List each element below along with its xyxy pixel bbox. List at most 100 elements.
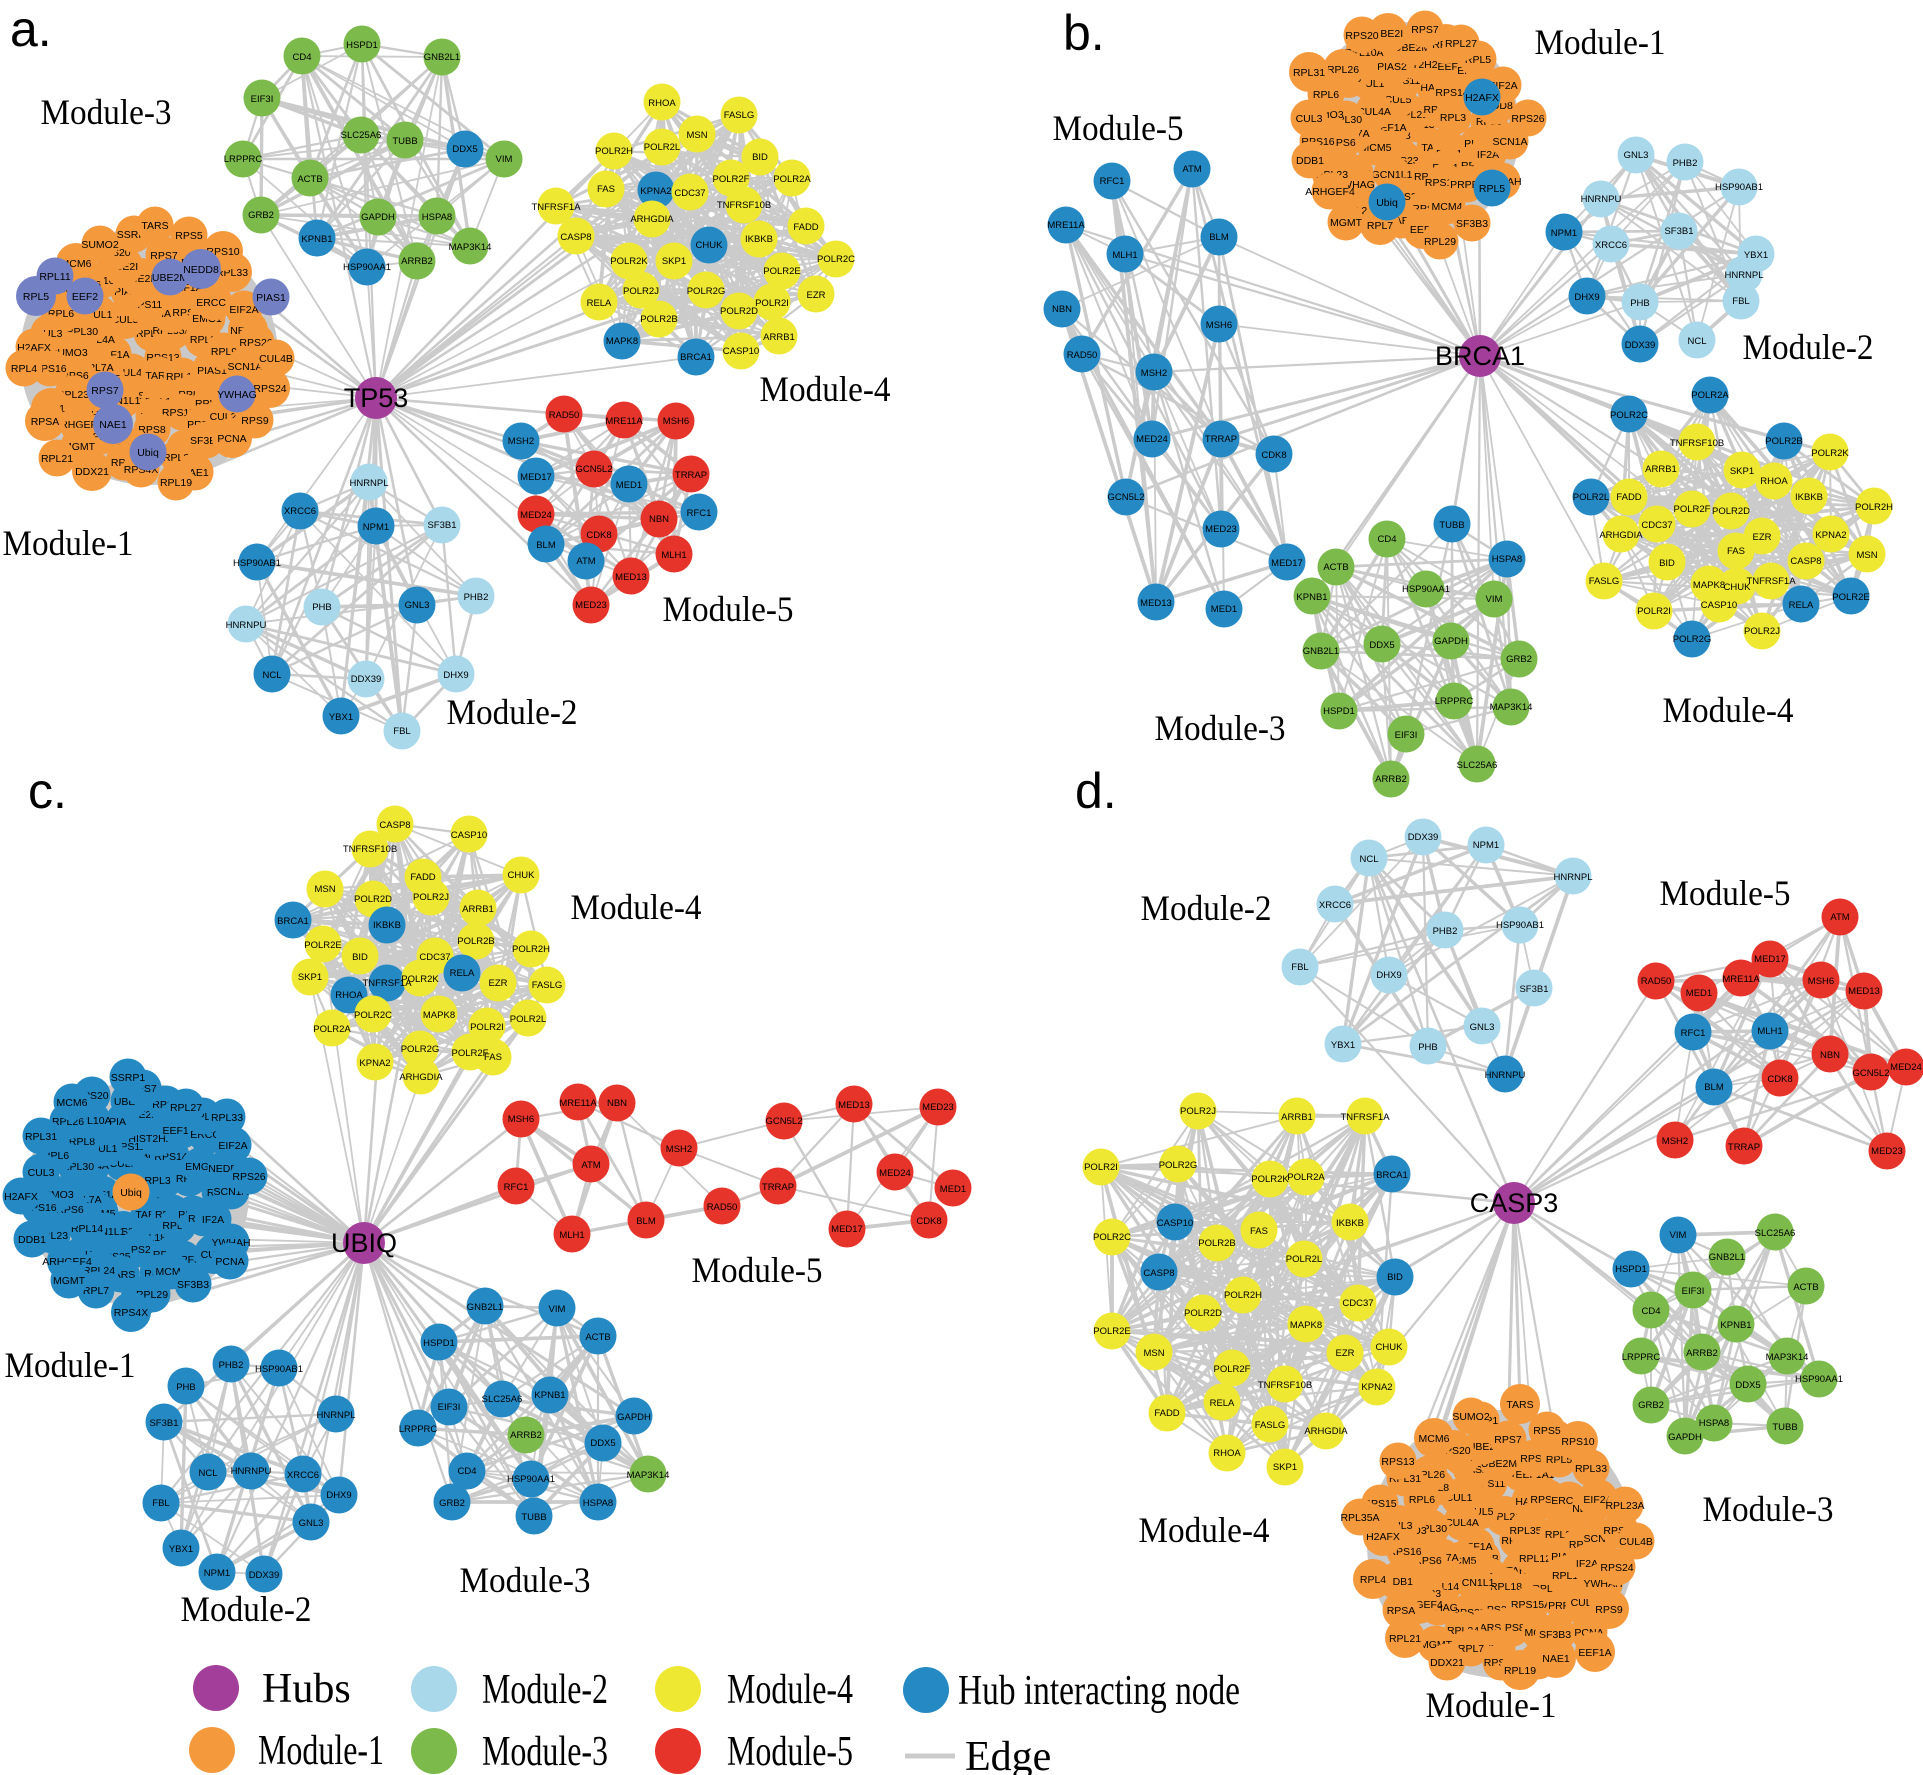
svg-text:TRRAP: TRRAP — [762, 1182, 794, 1193]
svg-text:CD4: CD4 — [1641, 1306, 1660, 1317]
svg-text:GNB2L1: GNB2L1 — [1303, 646, 1339, 657]
svg-text:SKP1: SKP1 — [1273, 1462, 1297, 1473]
svg-text:Edge: Edge — [965, 1734, 1051, 1775]
svg-text:EIF3I: EIF3I — [251, 94, 274, 105]
svg-text:GNL3: GNL3 — [405, 600, 430, 611]
svg-text:POLR2F: POLR2F — [713, 174, 750, 185]
svg-text:MED13: MED13 — [838, 1100, 870, 1111]
svg-text:KPNB1: KPNB1 — [1296, 592, 1327, 603]
svg-text:RPS7: RPS7 — [1411, 24, 1439, 36]
svg-text:NPM1: NPM1 — [204, 1568, 230, 1579]
svg-text:HSPA8: HSPA8 — [422, 212, 452, 223]
svg-text:HNRNPU: HNRNPU — [1485, 1070, 1526, 1081]
svg-text:HSPD1: HSPD1 — [423, 1338, 455, 1349]
svg-text:FBL: FBL — [1732, 296, 1749, 307]
svg-text:SLC25A6: SLC25A6 — [1755, 1228, 1796, 1239]
svg-text:SF3B3: SF3B3 — [1456, 218, 1488, 230]
svg-text:TP53: TP53 — [344, 383, 409, 413]
svg-text:PIAS2: PIAS2 — [1377, 61, 1407, 73]
svg-text:Module-4: Module-4 — [571, 887, 702, 927]
svg-text:RPL6: RPL6 — [1409, 1494, 1435, 1506]
svg-text:NBN: NBN — [1052, 304, 1072, 315]
svg-text:SCN1A: SCN1A — [227, 361, 262, 373]
svg-text:POLR2L: POLR2L — [1286, 1254, 1322, 1265]
svg-text:HSP90AA1: HSP90AA1 — [1402, 584, 1450, 595]
svg-text:POLR2D: POLR2D — [1184, 1308, 1222, 1319]
svg-text:CD4: CD4 — [457, 1466, 476, 1477]
svg-text:MED1: MED1 — [940, 1184, 966, 1195]
svg-text:CDC37: CDC37 — [1641, 520, 1672, 531]
svg-text:MGMT: MGMT — [53, 1275, 86, 1287]
svg-text:TARS: TARS — [1506, 1399, 1533, 1411]
svg-text:SKP1: SKP1 — [662, 256, 686, 267]
svg-text:RPS8: RPS8 — [138, 424, 166, 436]
svg-text:MLH1: MLH1 — [559, 1230, 584, 1241]
svg-text:PHB: PHB — [1418, 1042, 1438, 1053]
svg-text:DDB1: DDB1 — [18, 1234, 46, 1246]
svg-text:Module-5: Module-5 — [1660, 873, 1791, 913]
svg-text:RAD50: RAD50 — [1641, 976, 1672, 987]
svg-text:XRCC6: XRCC6 — [284, 506, 316, 517]
svg-text:DHX9: DHX9 — [443, 670, 468, 681]
svg-text:GNB2L1: GNB2L1 — [467, 1302, 503, 1313]
svg-text:POLR2E: POLR2E — [1832, 592, 1870, 603]
svg-text:RFC1: RFC1 — [1681, 1028, 1706, 1039]
svg-text:MSH6: MSH6 — [1808, 976, 1834, 987]
svg-text:HNRNPU: HNRNPU — [231, 1466, 272, 1477]
svg-text:PHB2: PHB2 — [1433, 926, 1458, 937]
svg-text:KPNB1: KPNB1 — [301, 234, 332, 245]
svg-text:POLR2B: POLR2B — [1765, 436, 1803, 447]
svg-text:CASP8: CASP8 — [1790, 556, 1821, 567]
svg-text:SKP1: SKP1 — [1730, 466, 1754, 477]
svg-text:EIF3I: EIF3I — [438, 1402, 461, 1413]
svg-text:RPL35A: RPL35A — [1340, 1512, 1379, 1524]
svg-text:GNL3: GNL3 — [1470, 1022, 1495, 1033]
svg-text:FBL: FBL — [393, 726, 410, 737]
svg-text:GRB2: GRB2 — [1638, 1400, 1664, 1411]
svg-text:MED23: MED23 — [1871, 1146, 1903, 1157]
svg-text:CDC37: CDC37 — [419, 952, 450, 963]
svg-text:BID: BID — [1387, 1272, 1403, 1283]
svg-text:EEF1A: EEF1A — [1578, 1647, 1611, 1659]
svg-text:DDX39: DDX39 — [351, 674, 382, 685]
svg-text:MSH2: MSH2 — [1141, 368, 1167, 379]
svg-text:DHX9: DHX9 — [326, 1490, 351, 1501]
svg-text:RPL18: RPL18 — [1490, 1581, 1522, 1593]
svg-text:ARRB1: ARRB1 — [1281, 1112, 1313, 1123]
svg-text:Module-5: Module-5 — [1053, 108, 1184, 148]
svg-text:PHB2: PHB2 — [219, 1360, 244, 1371]
svg-text:MED17: MED17 — [1754, 954, 1786, 965]
svg-text:ATM: ATM — [576, 556, 595, 567]
svg-text:RPS10: RPS10 — [1561, 1436, 1594, 1448]
svg-text:DDX39: DDX39 — [1408, 832, 1439, 843]
svg-text:RELA: RELA — [1210, 1398, 1235, 1409]
svg-text:GRB2: GRB2 — [439, 1498, 465, 1509]
svg-text:RAD50: RAD50 — [549, 410, 580, 421]
svg-text:POLR2I: POLR2I — [1084, 1162, 1118, 1173]
svg-text:RPL35A: RPL35A — [1509, 1525, 1548, 1537]
svg-text:CASP10: CASP10 — [723, 346, 759, 357]
svg-text:MGMT: MGMT — [1330, 217, 1363, 229]
svg-text:POLR2E: POLR2E — [763, 266, 801, 277]
svg-text:POLR2G: POLR2G — [401, 1044, 440, 1055]
svg-text:MED24: MED24 — [1136, 434, 1168, 445]
svg-text:RPL31: RPL31 — [25, 1131, 57, 1143]
svg-text:Ubiq: Ubiq — [120, 1187, 142, 1199]
svg-text:CHUK: CHUK — [1376, 1342, 1404, 1353]
svg-text:SSRP1: SSRP1 — [111, 1072, 146, 1084]
svg-text:MSN: MSN — [1856, 550, 1877, 561]
svg-text:YBX1: YBX1 — [1744, 250, 1768, 261]
svg-text:XRCC6: XRCC6 — [287, 1470, 319, 1481]
svg-text:RPL8: RPL8 — [69, 1136, 95, 1148]
svg-text:ATM: ATM — [1182, 164, 1201, 175]
svg-text:GAPDH: GAPDH — [1668, 1432, 1702, 1443]
svg-text:DHX9: DHX9 — [1574, 292, 1599, 303]
svg-text:ACTB: ACTB — [297, 174, 322, 185]
svg-text:CDC37: CDC37 — [674, 188, 705, 199]
svg-text:RHOA: RHOA — [335, 990, 363, 1001]
svg-text:MED13: MED13 — [1140, 598, 1172, 609]
svg-text:POLR2D: POLR2D — [1712, 506, 1750, 517]
svg-text:HNRNPL: HNRNPL — [316, 1410, 355, 1421]
svg-text:MED17: MED17 — [520, 472, 552, 483]
svg-text:c.: c. — [28, 763, 67, 819]
